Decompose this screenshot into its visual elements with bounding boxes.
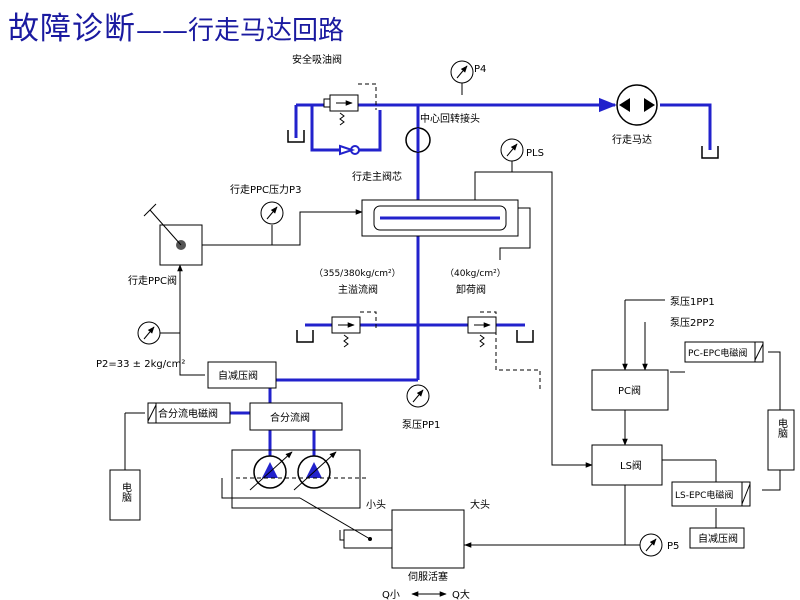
- unload-valve-symbol: [467, 316, 497, 348]
- title-dash: ——: [136, 16, 188, 46]
- label-computer-left: 电脑: [120, 481, 132, 503]
- safety-suction-valve: [323, 94, 359, 126]
- gauge-p2: [137, 321, 180, 345]
- label-ls-epc-solenoid: LS-EPC电磁阀: [675, 489, 733, 501]
- gauge-pp1: [406, 384, 430, 408]
- tank-symbols: [287, 130, 719, 343]
- gauge-p5: [639, 533, 663, 557]
- travel-motor-symbol: [616, 84, 658, 126]
- center-swivel-joint-symbol: [405, 127, 431, 153]
- label-large-end: 大头: [470, 498, 490, 511]
- label-computer-right: 电脑: [776, 417, 788, 439]
- gauge-pls: [500, 138, 524, 172]
- label-self-reducing-valve: 自减压阀: [218, 369, 258, 382]
- gauge-p3: [260, 201, 284, 225]
- label-q-large: Q大: [452, 588, 470, 600]
- label-travel-ppc-pressure: 行走PPC压力P3: [230, 183, 301, 196]
- component-blocks: [154, 341, 764, 549]
- title-main: 故障诊断: [8, 11, 136, 47]
- label-servo-piston: 伺服活塞: [408, 570, 448, 583]
- label-p2: P2=33 ± 2kg/cm²: [96, 359, 185, 370]
- travel-ppc-valve-symbol: [143, 203, 203, 266]
- label-pc-epc-solenoid: PC-EPC电磁阀: [688, 347, 747, 359]
- travel-main-control-valve: [361, 199, 519, 237]
- label-unload-pressure: （40kg/cm²）: [445, 268, 506, 279]
- label-pump-pressure-2pp2: 泵压2PP2: [670, 317, 715, 329]
- label-travel-motor: 行走马达: [612, 133, 652, 146]
- label-p5: P5: [667, 541, 679, 552]
- label-merge-divide-valve: 合分流阀: [270, 411, 310, 424]
- travel-main-spool-check-valve: [339, 144, 360, 156]
- main-relief-valve-symbol: [331, 316, 361, 348]
- label-unload-valve: 卸荷阀: [456, 283, 486, 296]
- label-q-small: Q小: [382, 589, 400, 600]
- label-travel-main-spool: 行走主阀芯: [352, 170, 402, 183]
- label-merge-divide-solenoid: 合分流电磁阀: [158, 407, 218, 420]
- label-pc-valve: PC阀: [618, 384, 641, 397]
- label-pump-pressure-1pp1: 泵压1PP1: [670, 296, 715, 308]
- gauge-p4: [450, 60, 474, 95]
- label-self-reducing-valve-2: 自减压阀: [698, 532, 738, 545]
- pilot-lines: [358, 83, 541, 392]
- label-ls-valve: LS阀: [620, 459, 642, 472]
- label-travel-ppc-valve: 行走PPC阀: [128, 274, 177, 287]
- servo-piston-symbol: [299, 497, 465, 569]
- label-pump-pressure-pp1: 泵压PP1: [402, 419, 440, 431]
- label-safety-suction-valve: 安全吸油阀: [292, 53, 342, 66]
- label-p4: P4: [474, 64, 486, 75]
- slide-title: 故障诊断——行走马达回路: [8, 12, 344, 45]
- label-main-relief-pressure: （355/380kg/cm²）: [314, 268, 401, 279]
- title-sub: 行走马达回路: [188, 16, 345, 46]
- solenoid-coil-icons: [147, 341, 764, 507]
- computer-box-right: [767, 409, 795, 471]
- main-pumps: [231, 449, 366, 509]
- label-main-relief-valve: 主溢流阀: [338, 283, 378, 296]
- control-lines: [124, 171, 781, 548]
- label-small-end: 小头: [366, 499, 386, 511]
- label-pls: PLS: [526, 148, 544, 159]
- label-center-swivel-joint: 中心回转接头: [420, 112, 480, 125]
- computer-box-left: [109, 469, 141, 521]
